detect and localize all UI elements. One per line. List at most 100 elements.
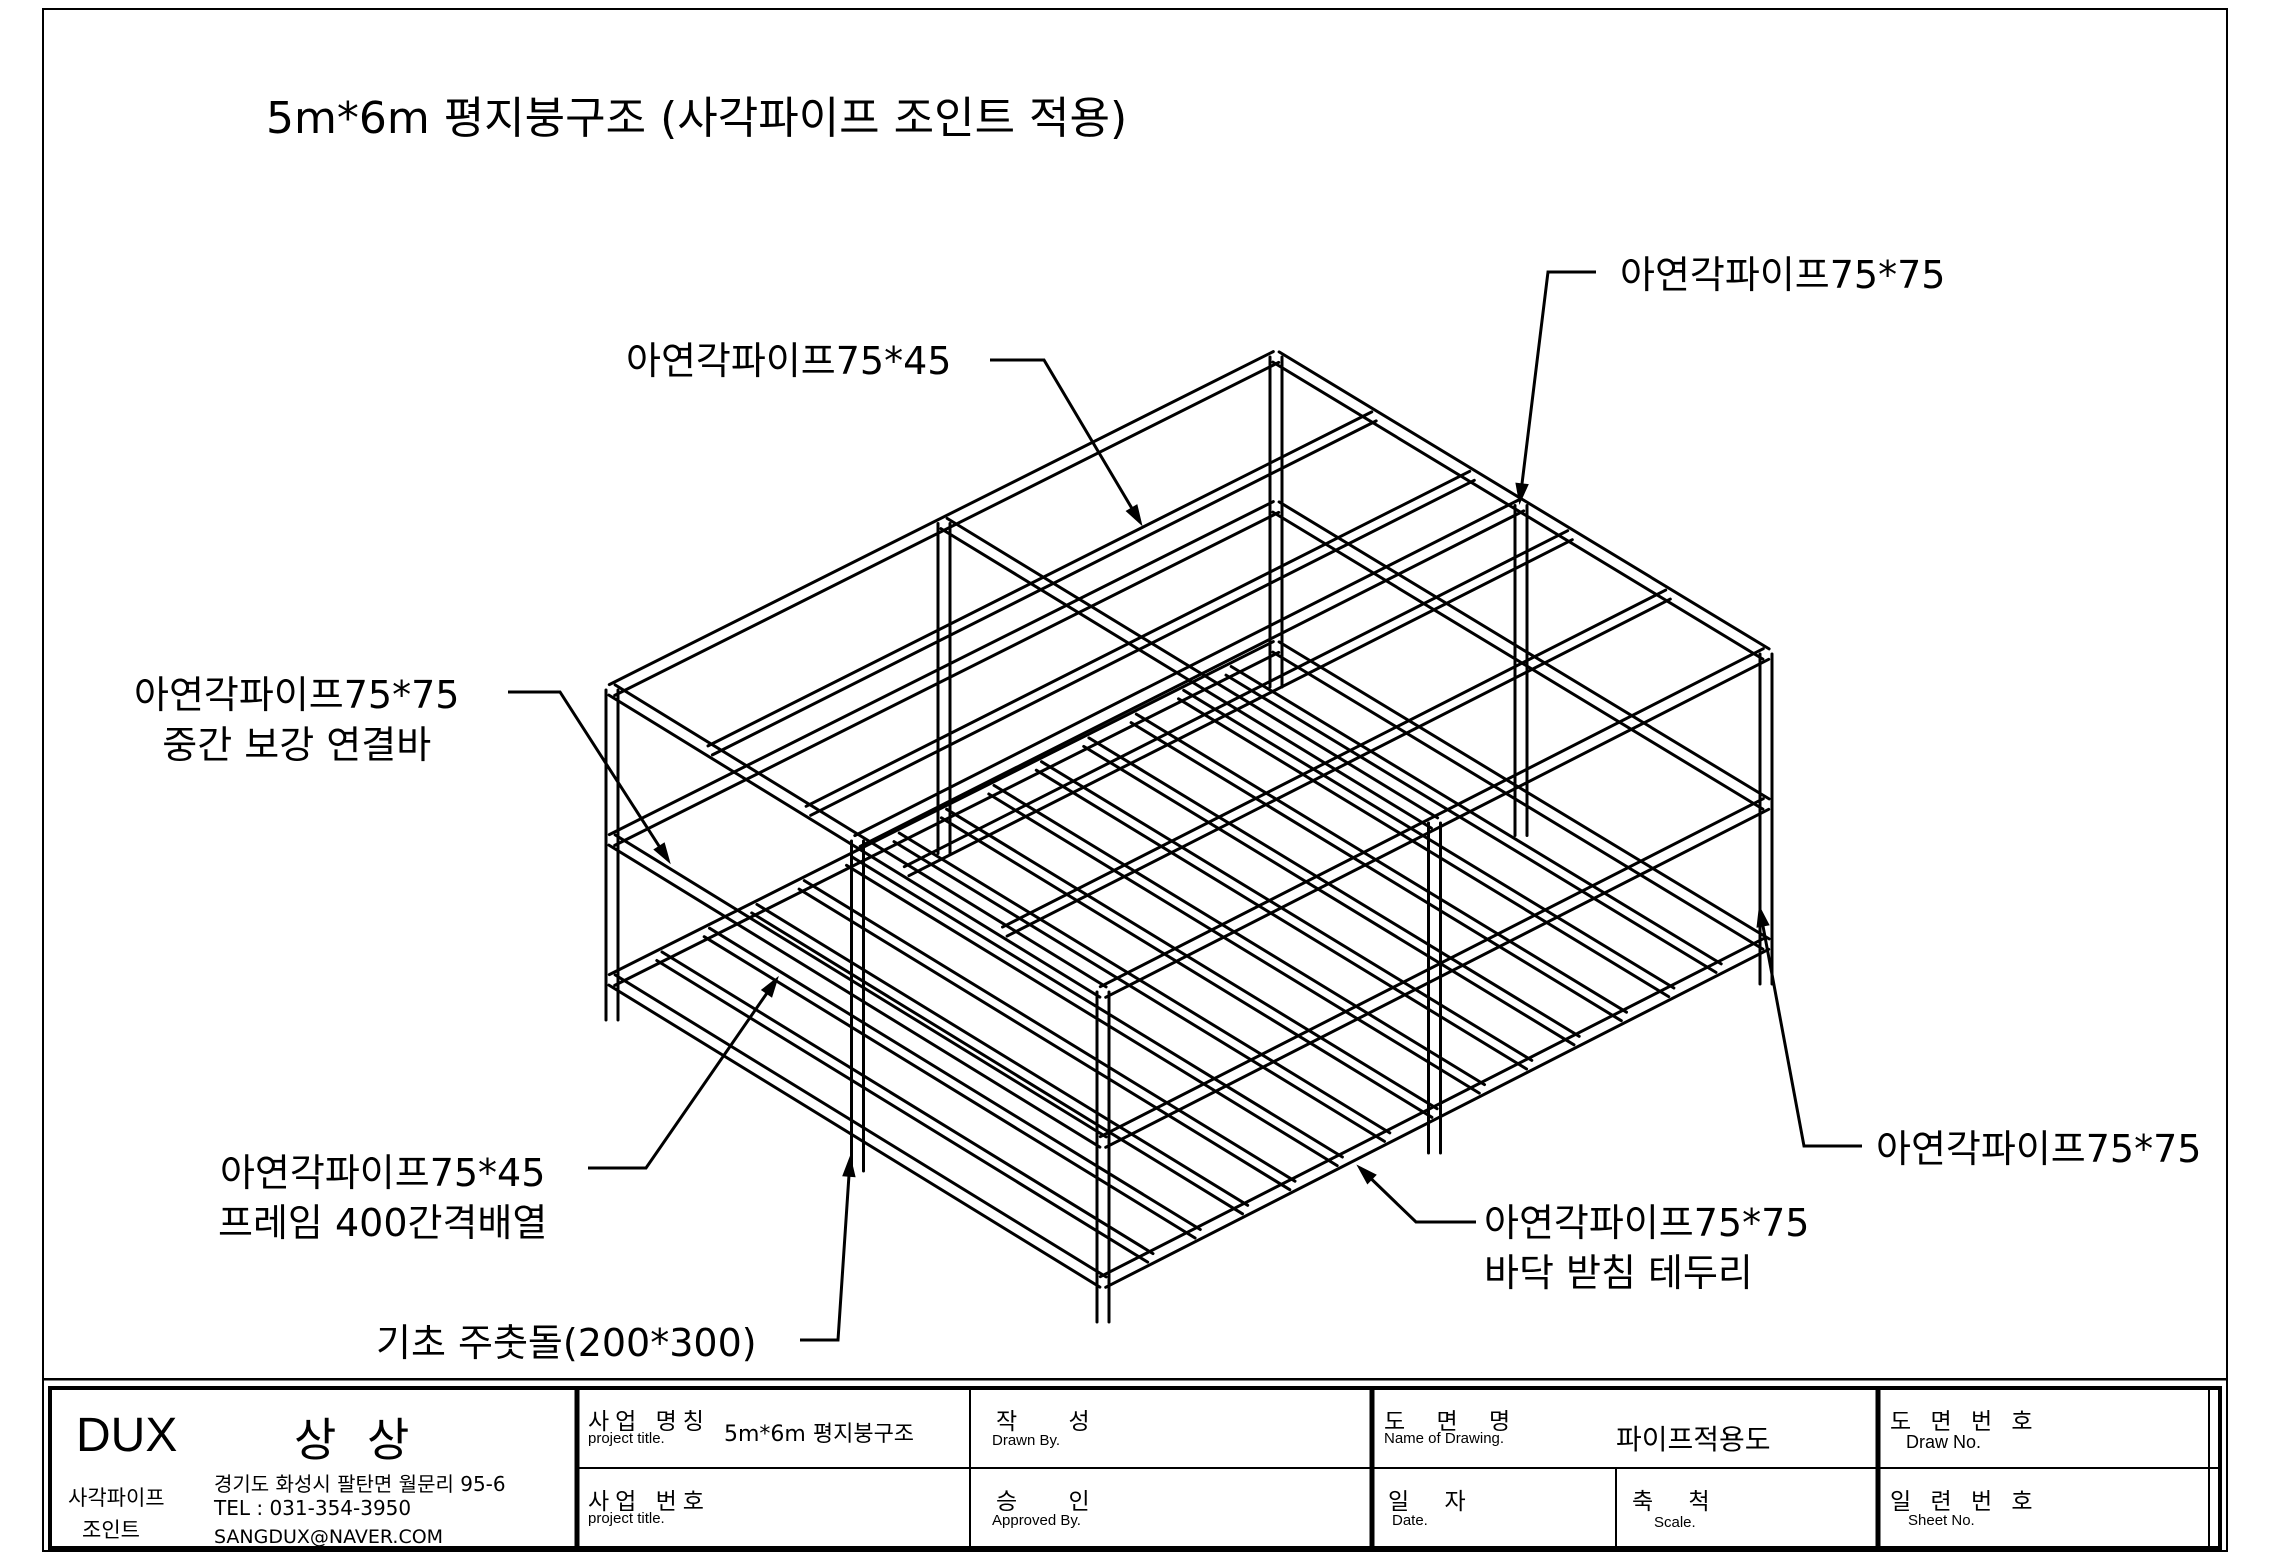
- leader-arrowhead: [760, 975, 779, 998]
- title-block-grid: [42, 1378, 2228, 1550]
- drawing-name-label-en: Name of Drawing.: [1384, 1430, 1505, 1447]
- approved-by-label-en: Approved By.: [992, 1512, 1081, 1529]
- floor-edge-beam: [1277, 640, 1771, 941]
- callout-foundation: 기초 주춧돌(200*300): [376, 1318, 757, 1368]
- company-email: SANGDUX@NAVER.COM: [214, 1526, 444, 1548]
- roof-beam: [1271, 360, 1765, 661]
- roof-beam: [613, 360, 1281, 697]
- callout-text: 아연각파이프75*75: [1620, 253, 1946, 297]
- leader-arrowhead: [1515, 482, 1529, 506]
- floor-joist: [992, 783, 1486, 1087]
- floor-joist: [1182, 688, 1676, 990]
- callout-text: 기초 주춧돌(200*300): [376, 1321, 757, 1365]
- project-name-value: 5m*6m 평지붕구조: [724, 1422, 915, 1447]
- draw-no-label: 도 면 번 호: [1890, 1409, 2039, 1435]
- callout-text: 아연각파이프75*75: [134, 673, 460, 717]
- title-block: DUX 상 상 사각파이프 조인트 경기도 화성시 팔탄면 월문리 95-6 T…: [42, 1378, 2228, 1552]
- mid-reinforcement-bar: [607, 500, 1275, 837]
- product-line-1: 사각파이프: [68, 1486, 165, 1510]
- leader-line: [508, 690, 670, 861]
- roof-center-beam: [939, 527, 1433, 830]
- floor-joist: [702, 935, 1197, 1240]
- project-name-label: 사업 명칭: [588, 1409, 710, 1435]
- callout-top-right: 아연각파이프75*75: [1620, 250, 1945, 300]
- leader-arrowhead: [653, 842, 671, 865]
- leader-arrowhead: [842, 1154, 856, 1178]
- mid-reinforcement-bar: [613, 833, 1108, 1139]
- leader-line: [990, 358, 1142, 523]
- roof-center-beam: [858, 509, 1526, 848]
- callout-text: 아연각파이프75*45: [626, 339, 952, 383]
- floor-joist: [802, 879, 1297, 1183]
- drawing-name-value: 파이프적용도: [1616, 1423, 1771, 1456]
- floor-joist: [1087, 736, 1581, 1038]
- drawing-sheet: [42, 8, 2228, 1552]
- leader-line: [1518, 270, 1596, 501]
- drawn-by-label: 작 성: [996, 1409, 1112, 1435]
- date-label-en: Date.: [1392, 1512, 1428, 1529]
- leader-arrowhead: [1125, 504, 1143, 527]
- drawing-name-label: 도 면 명: [1384, 1409, 1523, 1435]
- roof-purlin: [1005, 597, 1672, 938]
- project-no-label-en: project title.: [588, 1510, 665, 1527]
- mid-reinforcement-bar: [607, 843, 1102, 1149]
- floor-edge-beam: [1271, 650, 1765, 951]
- leader-line: [1358, 1166, 1476, 1224]
- approved-by-label: 승 인: [996, 1489, 1112, 1515]
- callout-text: 아연각파이프75*75: [1876, 1127, 2202, 1171]
- floor-joist: [897, 831, 1392, 1135]
- callout-bottom-right: 아연각파이프75*75 바닥 받침 테두리: [1484, 1198, 1809, 1298]
- roof-beam: [607, 350, 1275, 687]
- callout-text: 중간 보강 연결바: [162, 723, 432, 767]
- floor-joist: [1229, 665, 1723, 966]
- floor-joist: [939, 816, 1434, 1119]
- callout-text: 아연각파이프75*45: [219, 1151, 546, 1195]
- floor-edge-beam: [613, 973, 1108, 1279]
- roof-beam: [1277, 350, 1771, 651]
- roof-purlin: [809, 478, 1476, 817]
- mid-reinforcement-bar: [613, 510, 1281, 847]
- floor-joist: [1040, 760, 1534, 1062]
- project-name-label-en: project title.: [588, 1430, 665, 1447]
- roof-beam: [607, 693, 1102, 999]
- floor-joist: [755, 902, 1250, 1207]
- floor-joist: [892, 840, 1386, 1143]
- leader-arrowhead: [1756, 904, 1770, 928]
- scale-label-en: Scale.: [1654, 1514, 1696, 1531]
- callout-right-mid: 아연각파이프75*75: [1876, 1124, 2201, 1174]
- draw-no-label-en: Draw No.: [1906, 1432, 1982, 1452]
- floor-joist: [1224, 673, 1718, 974]
- drawing-title: 5m*6m 평지붕구조 (사각파이프 조인트 적용): [266, 93, 1128, 144]
- floor-joist: [1134, 712, 1628, 1014]
- drawn-by-label-en: Drawn By.: [992, 1432, 1061, 1449]
- floor-joist: [850, 855, 1344, 1159]
- mid-reinforcement-bar: [1271, 510, 1765, 811]
- roof-purlin: [902, 529, 1570, 869]
- sheet-no-label-en: Sheet No.: [1908, 1512, 1975, 1529]
- floor-joist: [1082, 744, 1576, 1047]
- floor-edge-beam: [607, 640, 1275, 977]
- floor-joist: [660, 950, 1155, 1256]
- floor-joist: [845, 863, 1339, 1168]
- product-line-2: 조인트: [82, 1518, 140, 1542]
- roof-beam: [1104, 657, 1771, 999]
- floor-joist: [1177, 697, 1671, 999]
- brand-name: DUX: [76, 1409, 178, 1462]
- floor-joist: [1034, 768, 1529, 1071]
- roof-purlin: [710, 419, 1378, 757]
- floor-edge-beam: [607, 983, 1102, 1289]
- roof-purlin: [706, 410, 1374, 748]
- callout-text: 아연각파이프75*75: [1484, 1201, 1810, 1245]
- callout-top-center: 아연각파이프75*45: [626, 336, 951, 386]
- floor-edge-beam: [1098, 937, 1765, 1279]
- floor-joist: [987, 792, 1481, 1095]
- floor-joist: [945, 807, 1439, 1111]
- roof-center-beam: [853, 498, 1520, 838]
- mid-reinforcement-bar: [1098, 797, 1765, 1139]
- sheet-no-label: 일 련 번 호: [1890, 1489, 2039, 1515]
- roof-purlin: [804, 469, 1472, 808]
- leader-line: [1758, 909, 1862, 1148]
- company-tel: TEL : 031-354-3950: [214, 1496, 412, 1520]
- floor-joist: [797, 887, 1292, 1192]
- date-label: 일 자: [1388, 1489, 1480, 1515]
